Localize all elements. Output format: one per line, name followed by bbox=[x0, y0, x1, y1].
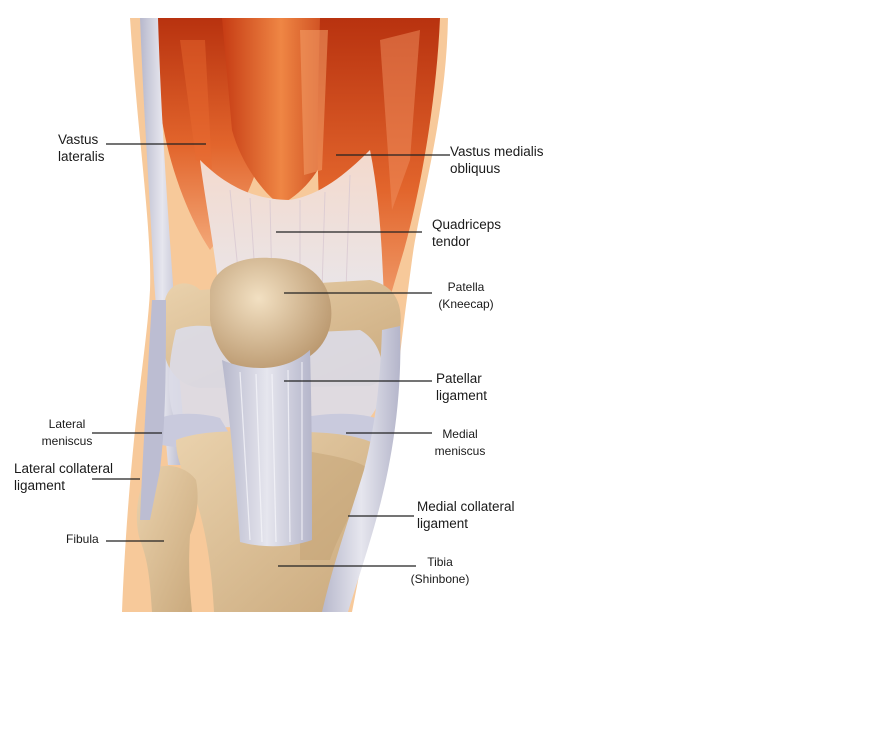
label-tibia-line2: (Shinbone) bbox=[410, 572, 470, 586]
label-vastus-lateralis-line1: Vastus bbox=[58, 132, 99, 147]
label-medial-collateral-line2: ligament bbox=[417, 516, 469, 531]
label-medial-collateral-line1: Medial collateral bbox=[417, 499, 515, 514]
label-tibia-line1: Tibia bbox=[427, 555, 453, 569]
label-patella-line1: Patella bbox=[447, 280, 485, 294]
label-lateral-meniscus-line2: meniscus bbox=[41, 434, 93, 448]
muscle-highlight bbox=[300, 30, 328, 175]
label-medial-meniscus-line1: Medial bbox=[442, 427, 478, 441]
label-medial-meniscus-line2: meniscus bbox=[434, 444, 486, 458]
label-medial-meniscus: Medial meniscus bbox=[428, 426, 492, 460]
label-quadriceps-line1: Quadriceps bbox=[432, 217, 502, 232]
lateral-collateral-ligament bbox=[140, 300, 166, 520]
label-lateral-collateral: Lateral collateral ligament bbox=[14, 460, 113, 494]
medial-muscle-highlight bbox=[380, 30, 420, 210]
label-vastus-medialis-line2: obliquus bbox=[450, 161, 501, 176]
label-patellar-ligament: Patellar ligament bbox=[436, 370, 487, 404]
label-fibula-line1: Fibula bbox=[66, 532, 99, 546]
label-quadriceps-line2: tendor bbox=[432, 234, 471, 249]
label-medial-collateral: Medial collateral ligament bbox=[417, 498, 515, 532]
label-fibula: Fibula bbox=[66, 531, 99, 548]
label-vastus-medialis-line1: Vastus medialis bbox=[450, 144, 544, 159]
label-vastus-lateralis-line2: lateralis bbox=[58, 149, 105, 164]
label-tibia: Tibia (Shinbone) bbox=[404, 554, 476, 588]
tibia-shading bbox=[300, 450, 370, 560]
muscle-highlight-2 bbox=[180, 40, 212, 170]
medial-collateral-ligament bbox=[322, 326, 401, 612]
label-patellar-ligament-line2: ligament bbox=[436, 388, 488, 403]
label-patella: Patella (Kneecap) bbox=[432, 279, 500, 313]
label-vastus-medialis: Vastus medialis obliquus bbox=[450, 143, 544, 177]
label-lateral-collateral-line1: Lateral collateral bbox=[14, 461, 114, 476]
label-quadriceps: Quadriceps tendor bbox=[432, 216, 501, 250]
label-patella-line2: (Kneecap) bbox=[438, 297, 494, 311]
ligament-fibers bbox=[239, 362, 303, 543]
label-lateral-collateral-line2: ligament bbox=[14, 478, 66, 493]
label-lateral-meniscus-line1: Lateral bbox=[48, 417, 86, 431]
label-patellar-ligament-line1: Patellar bbox=[436, 371, 482, 386]
patella-bone bbox=[210, 257, 332, 375]
label-lateral-meniscus: Lateral meniscus bbox=[34, 416, 100, 450]
label-vastus-lateralis: Vastus lateralis bbox=[58, 131, 105, 165]
leader-lines bbox=[92, 143, 450, 567]
